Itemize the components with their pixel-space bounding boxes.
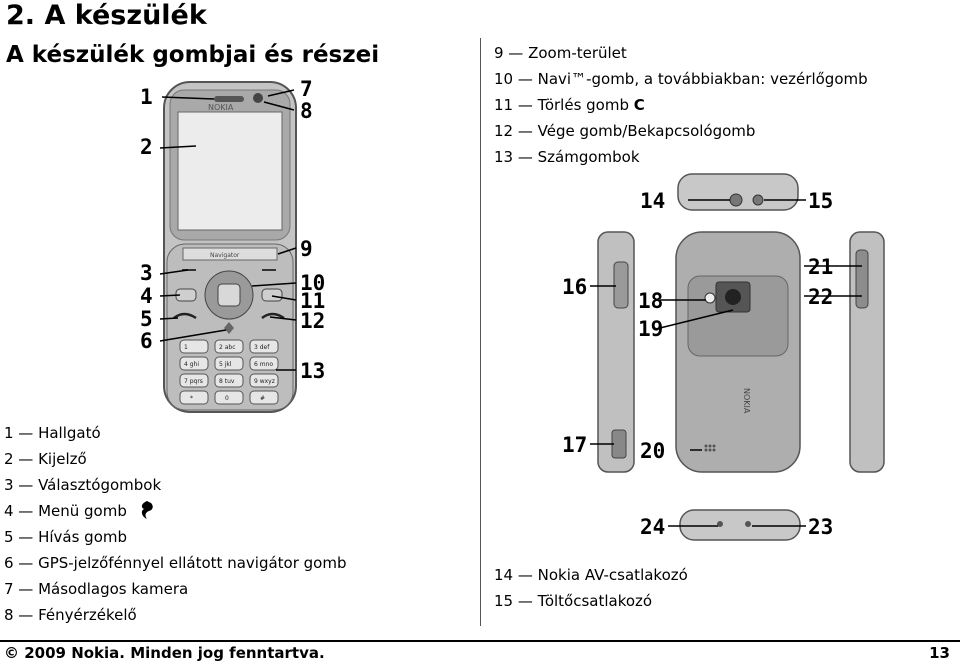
legend-item-8: 8 — Fényérzékelő [4, 606, 137, 624]
legend-item-15: 15 — Töltőcsatlakozó [494, 592, 653, 610]
key-label: 4 ghi [184, 361, 199, 368]
legend-right: 14 — Nokia AV-csatlakozó 15 — Töltőcsatl… [494, 562, 688, 614]
key-label: 6 mno [254, 361, 273, 368]
callout-15: 15 [808, 189, 833, 213]
callout-9: 9 [300, 237, 313, 261]
callout-2: 2 [140, 135, 153, 159]
footer-copyright: © 2009 Nokia. Minden jog fenntartva. [4, 644, 325, 662]
key-label: 0 [225, 395, 229, 402]
callout-24: 24 [640, 515, 665, 539]
key-label: # [260, 395, 265, 402]
callout-12: 12 [300, 309, 325, 333]
legend-item-4: 4 — Menü gomb [4, 498, 347, 524]
key-label: 1 [184, 344, 188, 351]
legend-item-11: 11 — Törlés gomb C [494, 96, 645, 114]
key-label: * [190, 395, 193, 402]
charger-connector [752, 194, 764, 206]
front-phone-diagram: NOKIA Navigator 1 2 abc 3 def 4 ghi 5 jk… [140, 78, 325, 413]
menu-key-icon [141, 501, 153, 519]
callout-22: 22 [808, 285, 833, 309]
legend-item-14: 14 — Nokia AV-csatlakozó [494, 566, 688, 584]
phone-views-diagram: NOKIA 14 15 16 17 18 19 20 21 22 23 24 [562, 173, 885, 541]
earpiece [214, 96, 244, 102]
chapter-title: 2. A készülék [6, 0, 207, 31]
side-connector [611, 429, 627, 459]
callout-21: 21 [808, 255, 833, 279]
end-key [261, 312, 285, 320]
legend-item-10: 10 — Navi™-gomb, a továbbiakban: vezérlő… [494, 70, 868, 88]
legend-item-5: 5 — Hívás gomb [4, 528, 128, 546]
callout-18: 18 [638, 289, 663, 313]
legend-item-6: 6 — GPS-jelzőfénnyel ellátott navigátor … [4, 554, 347, 572]
zoom-area [182, 247, 278, 261]
phone-brand: NOKIA [208, 103, 234, 112]
volume-key [855, 249, 869, 309]
callout-1: 1 [140, 85, 153, 109]
callout-8: 8 [300, 99, 313, 123]
loudspeaker [704, 444, 716, 452]
secondary-camera [253, 93, 263, 103]
clear-key [261, 288, 283, 302]
key-label: 9 wxyz [254, 378, 275, 385]
callout-10: 10 [300, 271, 325, 295]
legend-left: 1 — Hallgató 2 — Kijelző 3 — Választógom… [4, 420, 347, 628]
phone-bottom-edge [679, 509, 801, 541]
legend-item-7: 7 — Másodlagos kamera [4, 580, 189, 598]
page-number: 13 [929, 644, 950, 662]
phone-screen [177, 111, 283, 231]
legend-item-2: 2 — Kijelző [4, 450, 87, 468]
callout-19: 19 [638, 317, 663, 341]
back-brand: NOKIA [742, 388, 751, 414]
callout-6: 6 [140, 329, 153, 353]
legend-item-9: 9 — Zoom-terület [494, 44, 627, 62]
key-label: 5 jkl [219, 361, 232, 368]
legend-item-12: 12 — Vége gomb/Bekapcsológomb [494, 122, 756, 140]
callout-11: 11 [300, 289, 325, 313]
callout-5: 5 [140, 307, 153, 331]
av-connector [729, 193, 743, 207]
phone-top-edge [677, 173, 799, 211]
footer-rule [0, 640, 960, 642]
legend-item-13: 13 — Számgombok [494, 148, 640, 166]
legend-item-3: 3 — Választógombok [4, 476, 162, 494]
legend-top: 9 — Zoom-terület 10 — Navi™-gomb, a tová… [494, 40, 868, 170]
callout-13: 13 [300, 359, 325, 383]
callout-20: 20 [640, 439, 665, 463]
callout-16: 16 [562, 275, 587, 299]
call-key [173, 312, 197, 320]
section-title: A készülék gombjai és részei [6, 42, 380, 68]
column-divider [480, 38, 481, 626]
legend-item-1: 1 — Hallgató [4, 424, 101, 442]
key-label: 7 pqrs [184, 378, 203, 385]
callout-7: 7 [300, 78, 313, 101]
clear-key-icon: C [633, 96, 645, 114]
key-label: 3 def [254, 344, 270, 351]
navi-key-center [217, 283, 241, 307]
callout-17: 17 [562, 433, 587, 457]
callout-14: 14 [640, 189, 665, 213]
callout-4: 4 [140, 284, 153, 308]
navigator-label: Navigator [210, 252, 240, 259]
key-label: 2 abc [219, 344, 236, 351]
key-label: 8 tuv [219, 378, 235, 385]
camera-flash [704, 292, 716, 304]
callout-3: 3 [140, 261, 153, 285]
keypad [179, 339, 279, 405]
callout-23: 23 [808, 515, 833, 539]
gps-indicator [224, 322, 234, 334]
